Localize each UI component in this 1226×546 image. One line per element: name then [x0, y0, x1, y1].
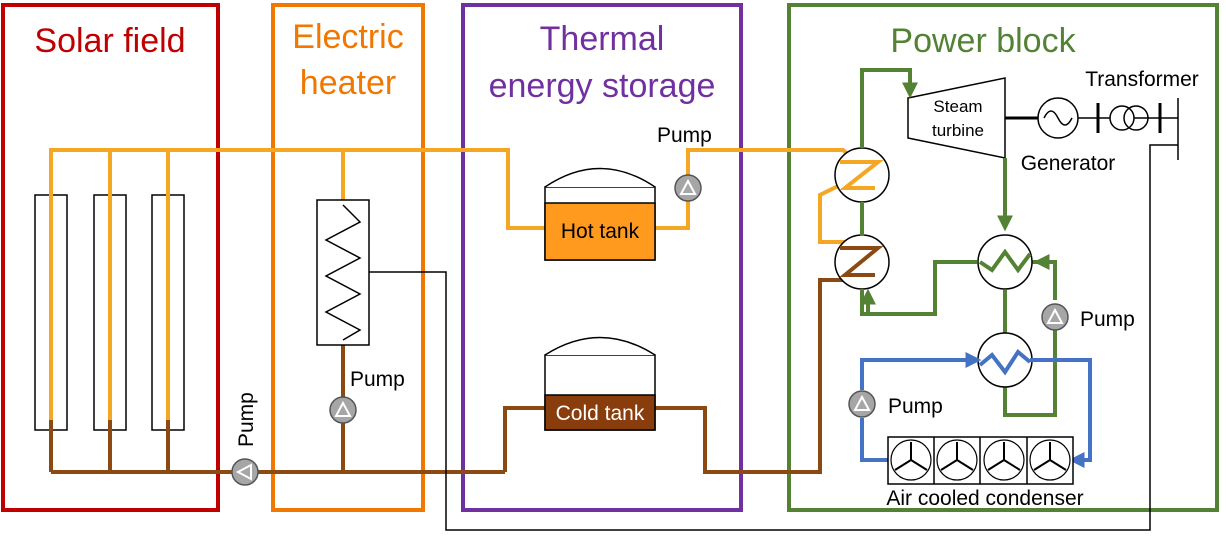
tes-title-line2: energy storage — [489, 67, 716, 105]
preheater-hx — [977, 234, 1033, 290]
generator-sine-icon — [1043, 110, 1073, 126]
power-block-section — [787, 3, 1219, 512]
tes-section — [461, 3, 743, 512]
transformer-label: Transformer — [1085, 68, 1199, 91]
fan-icon — [1029, 439, 1071, 481]
pump-icon — [329, 396, 357, 424]
electrical-connections — [369, 98, 1179, 531]
air-cooled-condenser-label: Air cooled condenser — [886, 487, 1083, 510]
heater-coil — [324, 204, 362, 341]
feedwater-arrow — [860, 288, 935, 316]
steam-turbine-label-line2: turbine — [932, 121, 984, 140]
pump-icon — [231, 458, 259, 486]
cooling-pump-label: Pump — [888, 395, 943, 418]
pump-icon — [848, 390, 876, 418]
hot-tank-label: Hot tank — [561, 220, 640, 243]
power-block-title: Power block — [890, 22, 1076, 60]
electric-heater-section — [271, 3, 425, 512]
preheater-hx-coil — [978, 248, 1032, 274]
cold-fluid-lines — [49, 278, 850, 474]
electric-heater — [316, 199, 370, 346]
electric-heater-title-line2: heater — [300, 64, 396, 102]
fan-icon — [890, 439, 932, 481]
fan-icon — [983, 439, 1025, 481]
hot-tank — [544, 167, 656, 261]
cold-tank — [544, 336, 656, 431]
heater-pump-label: Pump — [350, 368, 405, 391]
tes-pump-label: Pump — [657, 124, 712, 147]
evaporator-hx-coil — [839, 246, 884, 277]
tes-title-line1: Thermal — [540, 20, 665, 58]
fan-icon — [936, 439, 978, 481]
feedwater-pump-label: Pump — [1080, 308, 1135, 331]
electric-heater-title-line1: Electric — [292, 18, 403, 56]
solar-field-title: Solar field — [34, 22, 185, 60]
pump-icon — [1041, 303, 1069, 331]
steam-turbine-label-line1: Steam — [933, 97, 982, 116]
steam-turbine — [907, 77, 1006, 159]
generator-label: Generator — [1021, 152, 1116, 175]
solar-field-pump-label: Pump — [235, 392, 258, 447]
cooling-water-loop — [860, 352, 1092, 468]
pump-icon — [674, 174, 702, 202]
condensate-return-arrow — [1033, 254, 1057, 300]
transformer-coil-2 — [1123, 105, 1149, 131]
cold-tank-label: Cold tank — [556, 402, 645, 425]
superheater-hx-coil — [839, 160, 884, 190]
condenser-hx-coil — [978, 349, 1032, 376]
solar-field-section — [1, 3, 220, 512]
transformer-coil-1 — [1109, 105, 1135, 131]
